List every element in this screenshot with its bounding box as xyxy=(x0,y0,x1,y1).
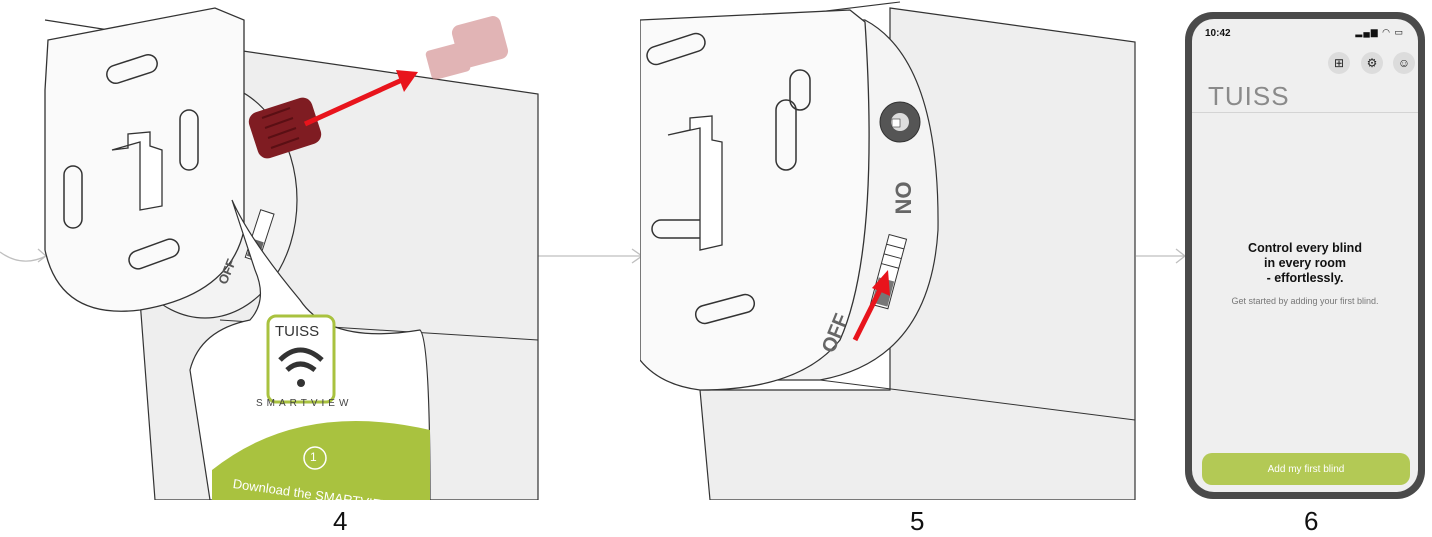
status-time: 10:42 xyxy=(1205,28,1231,39)
illustration-step-4: OFF TUISS SMARTVIEW 1 Download the SMART… xyxy=(0,0,540,513)
header-divider xyxy=(1192,112,1418,113)
phone-mockup: 10:42 ▂▄▆ ◠ ▭ ⊞ ⚙ ☺ TUISS Control every … xyxy=(1185,12,1425,499)
illustration-step-5: ON OFF xyxy=(639,0,1140,501)
red-knob xyxy=(248,97,322,159)
add-first-blind-button[interactable]: Add my first blind xyxy=(1202,453,1410,485)
tag-brand: TUISS xyxy=(275,323,320,340)
app-logo: TUISS xyxy=(1208,81,1290,111)
tag-step-badge: 1 xyxy=(310,450,317,464)
step-number-4: 4 xyxy=(333,506,348,536)
tag-wordmark: SMARTVIEW xyxy=(256,398,353,409)
add-icon[interactable]: ⊞ xyxy=(1328,52,1350,74)
arrow-step-4-to-5 xyxy=(538,248,644,264)
mounting-plate xyxy=(639,9,870,391)
step-number-6: 6 xyxy=(1304,506,1319,536)
welcome-headline: Control every blind in every room - effo… xyxy=(1248,241,1362,285)
arrow-step-5-to-6 xyxy=(1136,248,1187,264)
gear-icon[interactable]: ⚙ xyxy=(1361,52,1383,74)
app-screen: 10:42 ▂▄▆ ◠ ▭ ⊞ ⚙ ☺ TUISS Control every … xyxy=(1192,19,1418,492)
user-icon[interactable]: ☺ xyxy=(1393,52,1415,74)
on-label: ON xyxy=(890,181,916,215)
signal-wifi-battery-icon: ▂▄▆ ◠ ▭ xyxy=(1355,27,1404,37)
welcome-subtext: Get started by adding your first blind. xyxy=(1231,296,1379,306)
step-number-5: 5 xyxy=(910,506,925,536)
